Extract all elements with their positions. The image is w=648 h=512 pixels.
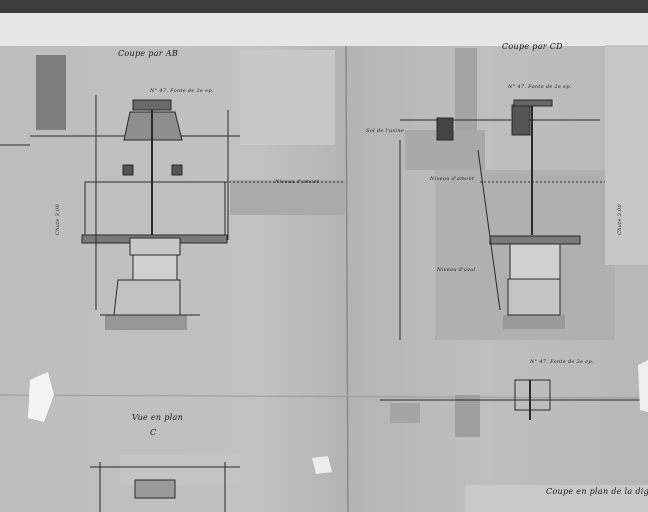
section-ab [0, 95, 345, 316]
foundation [105, 315, 187, 330]
note-cd: N° 47. Fonte de 2e ep. [508, 84, 572, 90]
paper-patch [605, 45, 648, 265]
section-cd [399, 99, 605, 340]
label-downstream-level: Niveau d'aval [437, 267, 476, 273]
title-section-ab: Coupe par AB [118, 49, 179, 58]
fold-line [345, 45, 349, 512]
dark-patch [36, 55, 66, 130]
label-fall: Chute 3,00 [55, 204, 61, 235]
note-plan: N° 47. Fonte de 2e ep. [530, 359, 594, 365]
shaded-patch [230, 180, 345, 215]
paper-tear [28, 372, 54, 422]
title-plan-view: Vue en plan [132, 413, 184, 422]
plan-drawing [90, 379, 640, 512]
title-section-cd: Coupe par CD [502, 42, 563, 51]
foundation [503, 315, 565, 329]
title-plan-section: Coupe en plan de la digue [546, 487, 648, 496]
letter-c: C [150, 428, 157, 437]
paper-patch [240, 50, 335, 145]
fold-line [0, 394, 648, 399]
paper-margin [0, 13, 648, 46]
label-upstream-level: Niveau d'amont [430, 176, 475, 182]
shaded-patch [390, 403, 420, 423]
label-fall: Chute 3,00 [617, 204, 623, 235]
shaded-patch [455, 48, 477, 148]
paper-tear [638, 360, 648, 412]
shaded-patch [455, 395, 480, 437]
paper-patch [465, 485, 648, 512]
label-factory-floor: Sol de l'usine [366, 128, 405, 134]
paper-tear [312, 456, 332, 474]
scan-border [0, 0, 648, 13]
label-upstream-level: Niveau d'amont [275, 179, 320, 185]
note-ab: N° 47. Fonte de 2e ep. [150, 88, 214, 94]
